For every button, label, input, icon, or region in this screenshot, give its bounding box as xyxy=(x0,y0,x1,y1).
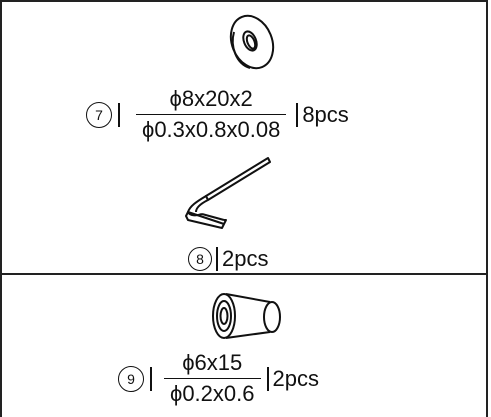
right-border xyxy=(486,0,488,417)
barrel-nut-icon xyxy=(206,290,286,342)
flat-washer-icon xyxy=(222,10,278,72)
item-7-spec-fraction: ϕ8x20x2 ϕ0.3x0.8x0.08 xyxy=(136,86,287,143)
item-8-separator xyxy=(216,247,218,271)
item-7-separator-2 xyxy=(296,102,299,127)
hex-key-icon xyxy=(178,156,274,232)
item-9-tolerances: ϕ0.2x0.6 xyxy=(164,378,261,407)
item-7-quantity: 8pcs xyxy=(302,101,349,127)
item-7-row: 7 ϕ8x20x2 ϕ0.3x0.8x0.08 8pcs xyxy=(86,86,349,143)
item-9-row: 9 ϕ6x15 ϕ0.2x0.6 2pcs xyxy=(118,350,319,407)
item-9-separator-2 xyxy=(266,366,269,391)
item-9-quantity: 2pcs xyxy=(272,365,319,391)
item-8-quantity: 2pcs xyxy=(222,246,269,271)
item-7-tolerances: ϕ0.3x0.8x0.08 xyxy=(136,114,287,143)
item-8-number: 8 xyxy=(188,247,212,271)
item-7-number: 7 xyxy=(86,101,112,128)
section-divider xyxy=(0,273,488,275)
item-9-spec-fraction: ϕ6x15 ϕ0.2x0.6 xyxy=(164,350,261,407)
item-9-number: 9 xyxy=(118,365,144,392)
left-border xyxy=(0,0,2,417)
item-7-dimensions: ϕ8x20x2 xyxy=(169,86,253,111)
item-8-row: 8 2pcs xyxy=(188,246,268,272)
item-9-dimensions: ϕ6x15 xyxy=(182,350,243,375)
top-border xyxy=(0,0,488,2)
item-9-separator xyxy=(150,366,152,391)
item-7-separator xyxy=(118,102,120,127)
